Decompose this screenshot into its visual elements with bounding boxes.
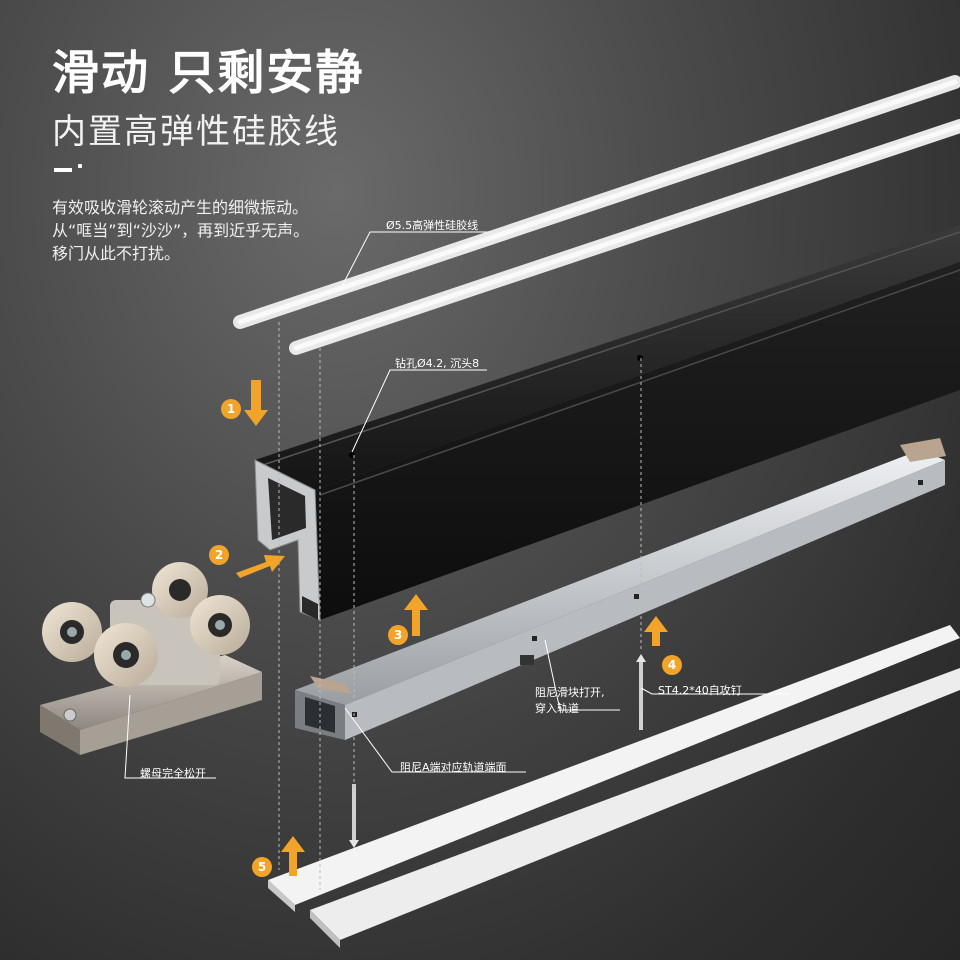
callout-damper-insert: 穿入轨道 <box>535 702 579 715</box>
callout-screw: ST4.2*40自攻钉 <box>658 684 742 697</box>
step-badge-3: 3 <box>388 625 408 645</box>
step-badge-4: 4 <box>662 655 682 675</box>
callout-damper-end: 阻尼A端对应轨道端面 <box>400 761 507 774</box>
leader-lines <box>124 231 790 779</box>
orange-arrows <box>236 380 668 876</box>
wheel-carriage <box>40 562 262 755</box>
headline: 滑动 只剩安静 <box>52 46 365 101</box>
callout-drill-hole: 钻孔Ø4.2, 沉头8 <box>395 357 480 370</box>
subheadline: 内置高弹性硅胶线 <box>52 112 340 152</box>
screws <box>349 654 646 848</box>
callout-damper-open: 阻尼滑块打开, <box>535 686 605 699</box>
white-strips <box>268 625 960 948</box>
callout-silicone-line: Ø5.5高弹性硅胶线 <box>386 219 479 232</box>
callout-nut-loose: 螺母完全松开 <box>140 767 206 780</box>
description: 有效吸收滑轮滚动产生的细微振动。 从“哐当”到“沙沙”，再到近乎无声。 移门从此… <box>52 196 309 265</box>
aluminium-rail <box>254 225 960 621</box>
divider-dot <box>78 164 82 168</box>
divider-dash <box>54 168 72 172</box>
step-badge-1: 1 <box>221 399 241 419</box>
step-badge-5: 5 <box>252 857 272 877</box>
step-badge-2: 2 <box>209 545 229 565</box>
silicone-cords <box>233 75 960 355</box>
description-line: 移门从此不打扰。 <box>52 244 181 263</box>
description-line: 从“哐当”到“沙沙”，再到近乎无声。 <box>52 221 310 240</box>
description-line: 有效吸收滑轮滚动产生的细微振动。 <box>52 198 309 217</box>
guide-lines <box>278 322 642 890</box>
